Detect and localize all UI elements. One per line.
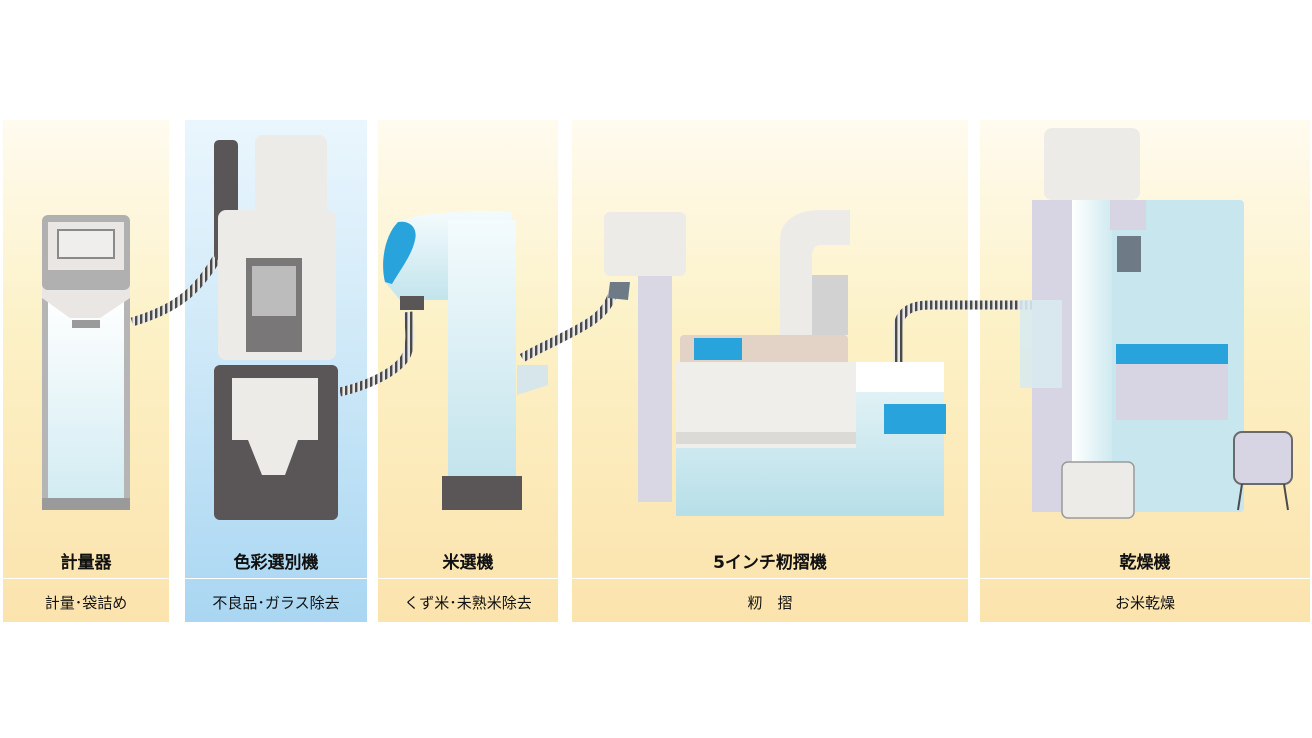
husker-machine	[604, 210, 946, 516]
stage-title: 乾燥機	[1119, 553, 1171, 573]
stage-description: 計量･袋詰め	[44, 594, 128, 612]
divider	[185, 578, 367, 579]
rice-grader-machine	[383, 211, 548, 510]
divider	[378, 578, 558, 579]
stage-title: 5インチ籾摺機	[713, 553, 827, 573]
stage-description: 籾 摺	[747, 594, 793, 612]
stage-description: くず米･未熟米除去	[404, 594, 532, 612]
divider	[3, 578, 169, 579]
hose-scale-to-sorter	[130, 249, 225, 327]
scale-machine	[42, 215, 130, 510]
divider	[572, 578, 968, 579]
stage-title: 米選機	[442, 553, 494, 573]
stage-description: お米乾燥	[1114, 594, 1175, 612]
hose-grader-to-husker	[519, 289, 618, 362]
stage-description: 不良品･ガラス除去	[212, 594, 340, 612]
stage-title: 計量器	[60, 553, 112, 573]
color-sorter-machine	[214, 135, 338, 520]
hose-sorter-to-grader	[338, 311, 415, 397]
stage-title: 色彩選別機	[233, 553, 319, 573]
dryer-machine	[1020, 128, 1293, 519]
divider	[980, 578, 1310, 579]
